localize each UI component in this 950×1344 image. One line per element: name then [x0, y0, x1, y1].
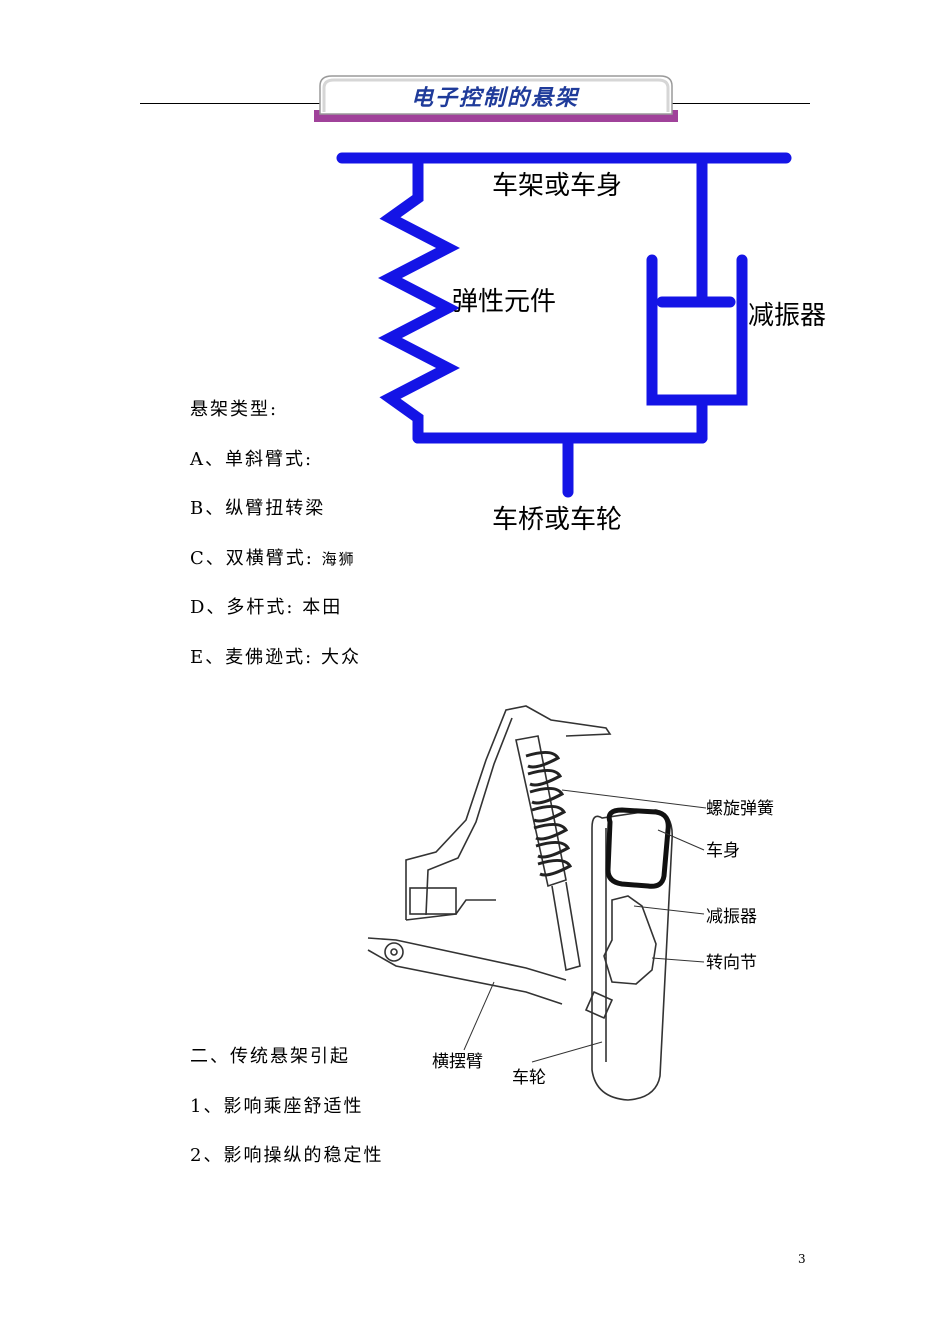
- type-item-d: D、多杆式: 本田: [190, 597, 343, 618]
- label-body: 车架或车身: [492, 171, 622, 201]
- type-item-c-note: 海狮: [321, 550, 356, 568]
- types-heading: 悬架类型:: [190, 399, 279, 420]
- label-shock-absorber: 减振器: [706, 907, 757, 927]
- suspension-schematic: 车架或车身 弹性元件 减振器 车桥或车轮: [336, 152, 826, 535]
- label-coil-spring: 螺旋弹簧: [706, 799, 774, 819]
- type-item-c: C、双横臂式: 海狮: [190, 548, 356, 569]
- macpherson-strut-drawing: 螺旋弹簧 车身 减振器 转向节 横摆臂 车轮: [367, 705, 774, 1101]
- section2-heading: 二、传统悬架引起: [190, 1046, 350, 1067]
- label-steering-knuckle: 转向节: [706, 953, 757, 973]
- header-title: 电子控制的悬架: [410, 86, 579, 111]
- type-item-b: B、纵臂扭转梁: [190, 498, 326, 519]
- label-damper: 减振器: [748, 301, 826, 331]
- type-item-d-note: 本田: [302, 597, 343, 618]
- label-spring: 弹性元件: [452, 287, 556, 317]
- header-tab-graphic: [314, 75, 678, 122]
- spring-coil: [378, 152, 460, 444]
- label-wheel: 车轮: [512, 1068, 546, 1088]
- type-item-e: E、麦佛逊式: 大众: [190, 647, 361, 668]
- label-axle: 车桥或车轮: [492, 505, 622, 535]
- label-wishbone: 横摆臂: [432, 1052, 483, 1072]
- label-car-body: 车身: [706, 841, 740, 861]
- section2-item-2: 2、影响操纵的稳定性: [190, 1145, 384, 1166]
- page-number: 3: [798, 1252, 806, 1266]
- section2-item-1: 1、影响乘座舒适性: [190, 1096, 364, 1117]
- body-shell: [405, 705, 612, 920]
- type-item-a: A、单斜臂式:: [190, 449, 314, 470]
- type-item-e-note: 大众: [320, 647, 361, 668]
